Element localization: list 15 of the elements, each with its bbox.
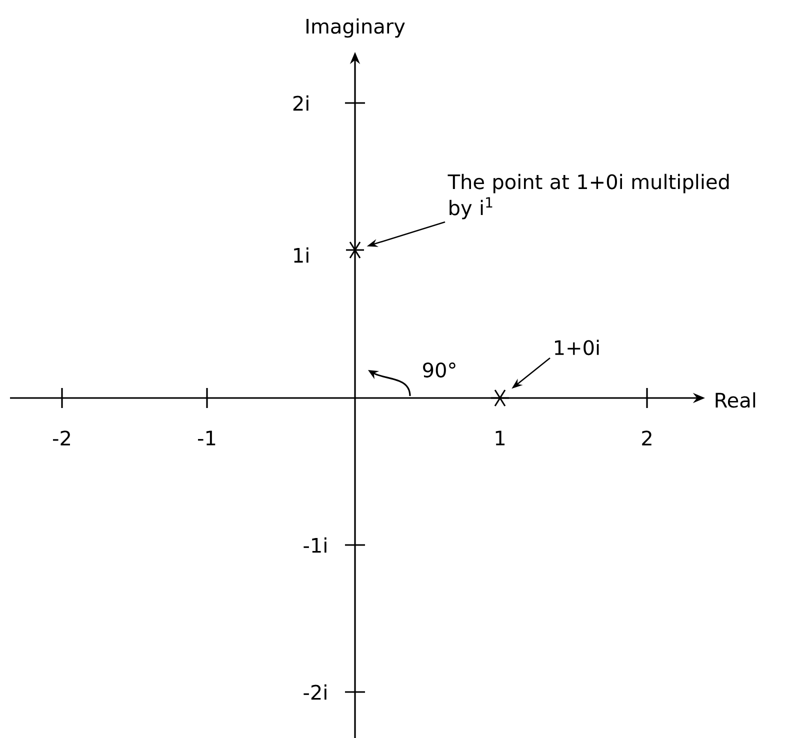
axis-label: Imaginary (306, 18, 405, 38)
point-marker (491, 390, 509, 406)
tick-label: 1i (294, 247, 308, 263)
tick-label: -1 (198, 430, 216, 446)
axis-label: Real (716, 392, 756, 408)
point-marker (346, 242, 364, 258)
tick-label: -2i (304, 684, 326, 700)
tick-label: -1i (304, 537, 326, 553)
callout-text: 1+0i (555, 340, 599, 356)
callout-text: The point at 1+0i multiplied by i$^{1}$ (448, 174, 729, 220)
tick-label: 2i (293, 95, 308, 111)
tick-label: 2 (642, 430, 652, 446)
tick-label: -2 (53, 430, 70, 446)
tick-label: 1 (496, 430, 505, 446)
angle-label: 90° (423, 362, 456, 378)
